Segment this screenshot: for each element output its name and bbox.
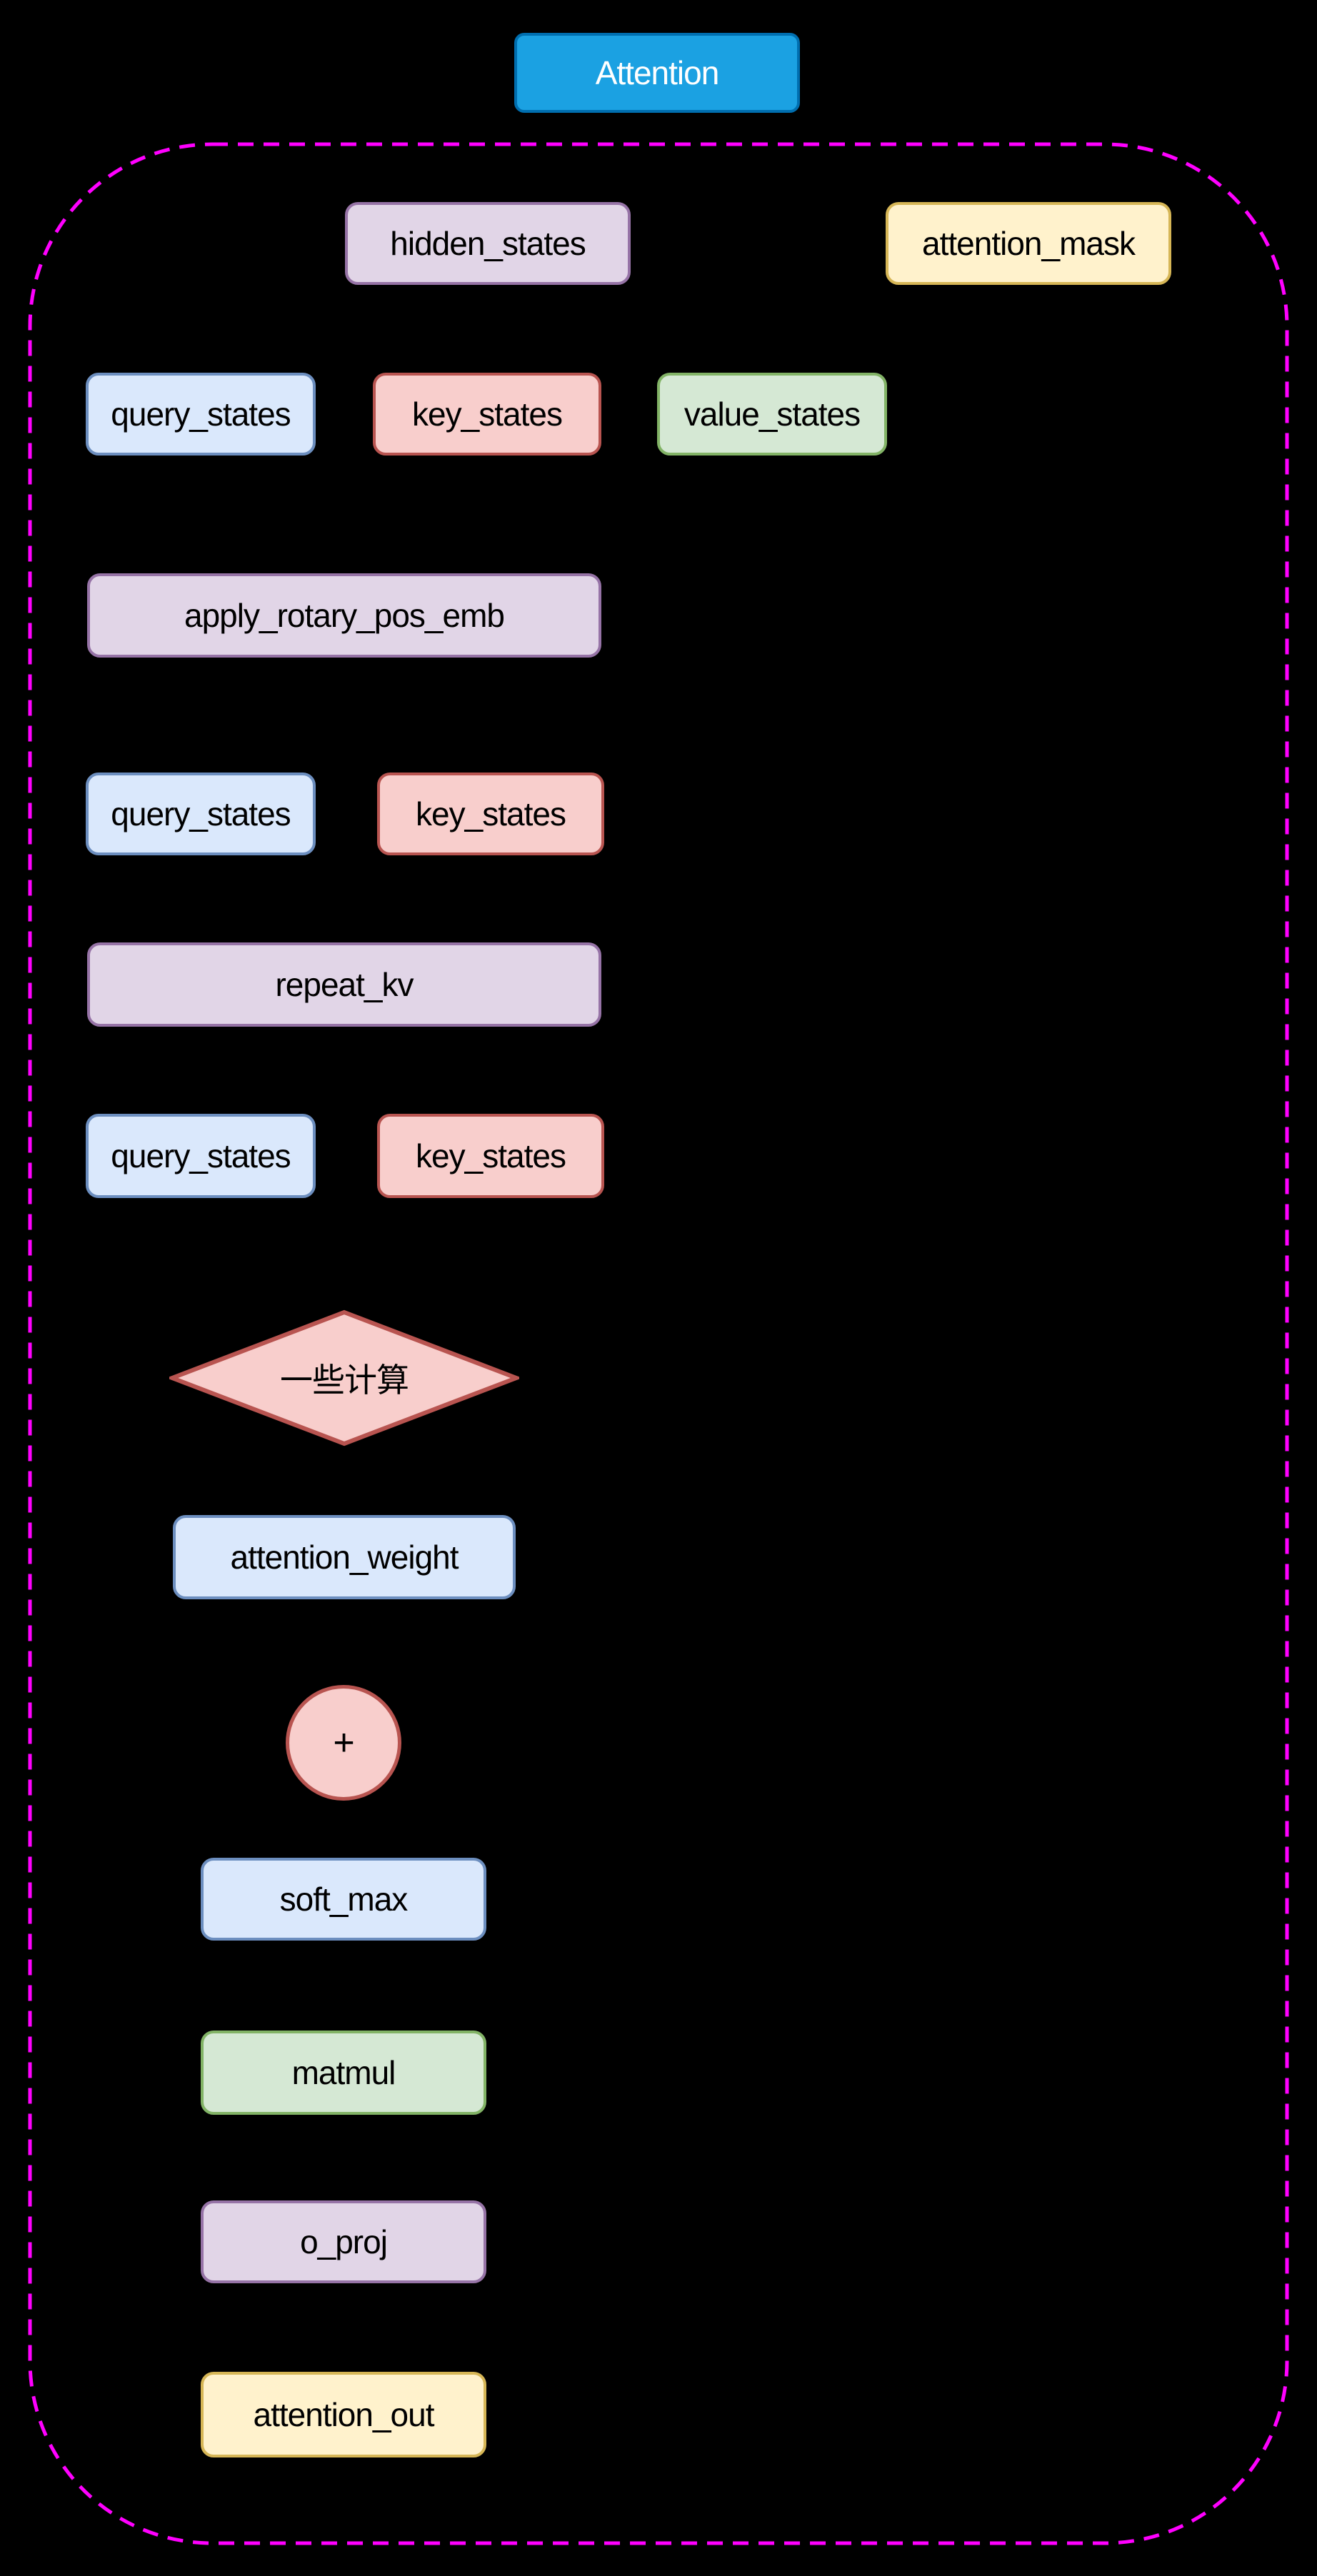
node-label: repeat_kv: [275, 966, 414, 1003]
node-key-states-1: key_states: [373, 373, 601, 456]
node-o-proj: o_proj: [201, 2200, 486, 2283]
node-key-states-3: key_states: [377, 1114, 604, 1198]
node-label: attention_out: [253, 2396, 434, 2433]
node-query-states-2: query_states: [86, 773, 316, 855]
node-attention-title: Attention: [514, 33, 800, 113]
node-label: hidden_states: [390, 225, 586, 262]
node-key-states-2: key_states: [377, 773, 604, 855]
node-label: query_states: [111, 795, 291, 832]
node-value-states: value_states: [657, 373, 887, 456]
diamond-shape: [169, 1309, 519, 1447]
node-label: key_states: [416, 795, 566, 832]
node-query-states-1: query_states: [86, 373, 316, 456]
node-label: apply_rotary_pos_emb: [184, 597, 505, 634]
node-matmul: matmul: [201, 2031, 486, 2115]
node-plus-operator: +: [286, 1685, 401, 1801]
node-soft-max: soft_max: [201, 1858, 486, 1941]
node-label: key_states: [416, 1137, 566, 1174]
node-attention-weight: attention_weight: [173, 1515, 516, 1599]
node-some-computation-diamond: 一些计算: [169, 1309, 519, 1447]
node-label: query_states: [111, 1137, 291, 1174]
node-label: attention_mask: [922, 225, 1136, 262]
node-label: Attention: [595, 54, 720, 91]
node-label: matmul: [291, 2054, 396, 2091]
node-apply-rotary-pos-emb: apply_rotary_pos_emb: [87, 573, 601, 658]
node-attention-out: attention_out: [201, 2372, 486, 2457]
node-label: o_proj: [300, 2223, 388, 2260]
node-repeat-kv: repeat_kv: [87, 942, 601, 1027]
node-hidden-states: hidden_states: [345, 202, 631, 285]
node-label: soft_max: [279, 1881, 409, 1918]
node-label: query_states: [111, 396, 291, 433]
node-label: key_states: [412, 396, 563, 433]
node-attention-mask: attention_mask: [886, 202, 1171, 285]
node-label: 一些计算: [280, 1362, 409, 1399]
node-label: +: [333, 1722, 354, 1764]
node-label: value_states: [683, 396, 861, 433]
node-label: attention_weight: [230, 1539, 459, 1576]
node-query-states-3: query_states: [86, 1114, 316, 1198]
